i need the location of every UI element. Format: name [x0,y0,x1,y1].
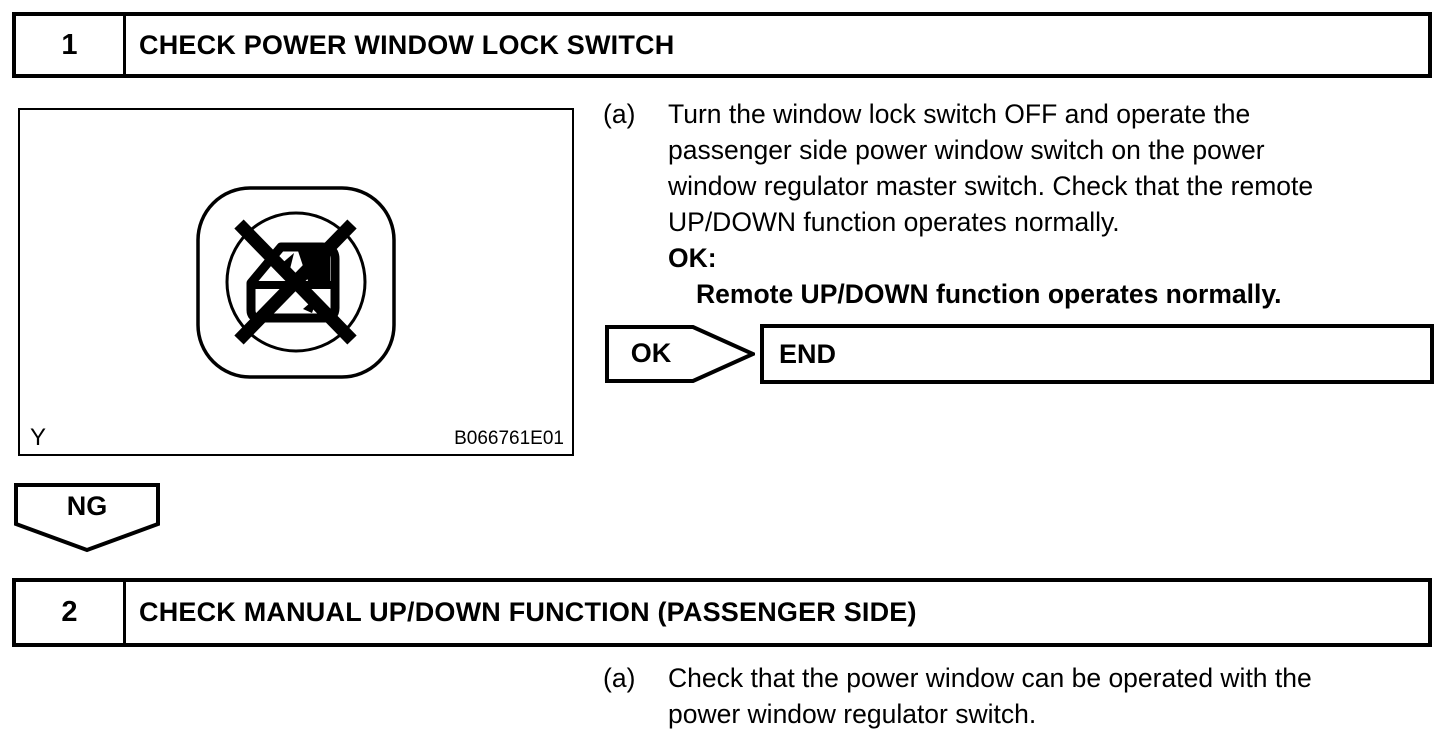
instruction-body: Check that the power window can be opera… [668,660,1312,732]
instruction-step-1: (a) Turn the window lock switch OFF and … [603,96,1313,312]
ok-condition: Remote UP/DOWN function operates normall… [696,279,1282,309]
instruction-line: window regulator master switch. Check th… [668,171,1314,201]
instruction-body: Turn the window lock switch OFF and oper… [668,96,1313,312]
figure-box: Y B066761E01 [18,108,574,456]
ok-arrow-icon [605,325,755,383]
instruction-line: Turn the window lock switch OFF and oper… [668,99,1251,129]
instruction-step-2: (a) Check that the power window can be o… [603,660,1312,732]
instruction-line: passenger side power window switch on th… [668,135,1265,165]
end-result-box: END [760,324,1434,384]
ok-heading: OK: [668,243,717,273]
step-1-number: 1 [16,16,126,74]
step-2-number: 2 [16,582,126,643]
ng-flow-arrow: NG [14,483,160,553]
instruction-marker: (a) [603,663,636,693]
step-2-header: 2 CHECK MANUAL UP/DOWN FUNCTION (PASSENG… [12,578,1432,647]
figure-corner-label: Y [30,424,47,451]
window-lock-prohibited-icon [196,185,396,379]
step-1-header: 1 CHECK POWER WINDOW LOCK SWITCH [12,12,1432,78]
step-2-title: CHECK MANUAL UP/DOWN FUNCTION (PASSENGER… [139,597,917,627]
instruction-line: UP/DOWN function operates normally. [668,207,1120,237]
ng-arrow-icon [14,483,160,553]
instruction-line: Check that the power window can be opera… [668,663,1312,693]
instruction-marker: (a) [603,99,636,129]
ok-flow-arrow: OK [605,325,755,383]
figure-id: B066761E01 [454,428,564,449]
end-label: END [779,338,837,369]
instruction-line: power window regulator switch. [668,699,1037,729]
step-1-title: CHECK POWER WINDOW LOCK SWITCH [139,29,675,60]
